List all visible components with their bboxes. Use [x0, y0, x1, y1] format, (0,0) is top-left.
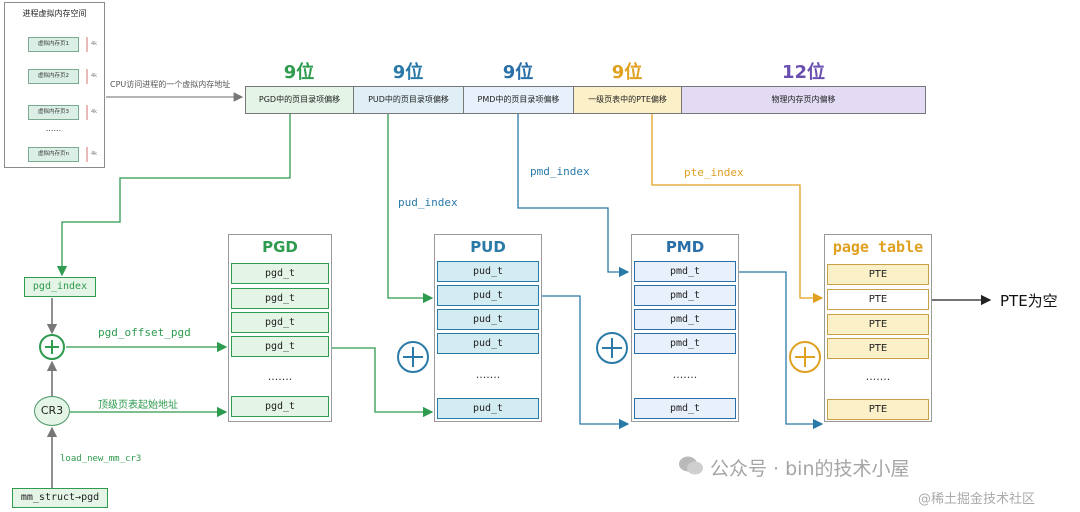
pmd-entry: pmd_t [634, 309, 736, 330]
bits-pgd: 9位 [283, 62, 315, 83]
pt-add-icon [789, 341, 821, 373]
pgd-entry: pgd_t [231, 312, 329, 333]
pud-index-label: pud_index [398, 196, 458, 209]
pgd-entry: pgd_t [231, 336, 329, 357]
virtual-page-n: 虚拟内存页n [28, 147, 79, 162]
bits-offset: 12位 [781, 62, 826, 83]
page-size-label-2: 4k [91, 73, 98, 79]
pte-entry: PTE [827, 338, 929, 359]
virtual-page-2: 虚拟内存页2 [28, 69, 79, 84]
pud-dots: ....... [475, 368, 501, 381]
pmd-entry: pmd_t [634, 398, 736, 419]
addr-field-pgd: PGD中的页目录项偏移 [245, 86, 354, 114]
virtual-page-3: 虚拟内存页3 [28, 105, 79, 120]
pmd-title: PMD [665, 238, 705, 256]
pte-empty-label: PTE为空 [1000, 292, 1058, 310]
top-table-addr-label: 顶级页表起始地址 [98, 400, 178, 411]
page-size-label-1: 4k [91, 41, 98, 47]
pgd-title: PGD [262, 238, 298, 256]
pt-dots: ....... [865, 370, 891, 383]
pgd-entry: pgd_t [231, 263, 329, 284]
addr-field-pte: 一级页表中的PTE偏移 [573, 86, 682, 114]
pud-entry: pud_t [437, 309, 539, 330]
pmd-entry: pmd_t [634, 285, 736, 306]
addr-field-pud: PUD中的页目录项偏移 [353, 86, 464, 114]
pud-entry: pud_t [437, 261, 539, 282]
page-table-title: page table [832, 238, 924, 256]
watermark-main: 公众号 · bin的技术小屋 [710, 458, 910, 480]
pgd-entry: pgd_t [231, 396, 329, 417]
page-size-label-3: 4k [91, 109, 98, 115]
virtual-space-title: 进程虚拟内存空间 [22, 9, 87, 18]
pud-entry: pud_t [437, 333, 539, 354]
pmd-add-icon [596, 332, 628, 364]
pgd-offset-label: pgd_offset_pgd [98, 326, 191, 339]
wechat-icon [678, 455, 704, 477]
pmd-entry: pmd_t [634, 333, 736, 354]
pte-entry: PTE [827, 314, 929, 335]
pud-add-icon [397, 341, 429, 373]
pgd-entry: pgd_t [231, 288, 329, 309]
pud-entry: pud_t [437, 285, 539, 306]
bits-pud: 9位 [392, 62, 424, 83]
page-size-label-n: 4k [91, 151, 98, 157]
pmd-entry: pmd_t [634, 261, 736, 282]
cpu-access-label: CPU访问进程的一个虚拟内存地址 [110, 80, 231, 89]
virtual-page-dots: ...... [45, 124, 62, 133]
cr3-register: CR3 [34, 396, 70, 426]
pmd-dots: ....... [672, 368, 698, 381]
bits-pmd: 9位 [502, 62, 534, 83]
mm-struct-box: mm_struct→pgd [12, 488, 108, 508]
pgd-add-icon [39, 334, 65, 360]
watermark-sub: @稀土掘金技术社区 [918, 492, 1036, 507]
pmd-index-label: pmd_index [530, 165, 590, 178]
page-size-marks [86, 37, 88, 162]
pte-entry-empty: PTE [827, 289, 929, 310]
virtual-memory-space: 进程虚拟内存空间 虚拟内存页1 虚拟内存页2 虚拟内存页3 ...... 虚拟内… [4, 2, 105, 168]
addr-field-offset: 物理内存页内偏移 [681, 86, 926, 114]
pgd-dots: ....... [267, 370, 293, 383]
bits-pte: 9位 [611, 62, 643, 83]
pte-entry: PTE [827, 399, 929, 420]
pte-entry: PTE [827, 264, 929, 285]
addr-field-pmd: PMD中的页目录项偏移 [463, 86, 574, 114]
pud-title: PUD [470, 238, 506, 256]
pte-index-label: pte_index [684, 166, 744, 179]
pgd-index-box: pgd_index [24, 277, 96, 297]
load-cr3-label: load_new_mm_cr3 [60, 454, 142, 464]
virtual-page-1: 虚拟内存页1 [28, 37, 79, 52]
pud-entry: pud_t [437, 398, 539, 419]
